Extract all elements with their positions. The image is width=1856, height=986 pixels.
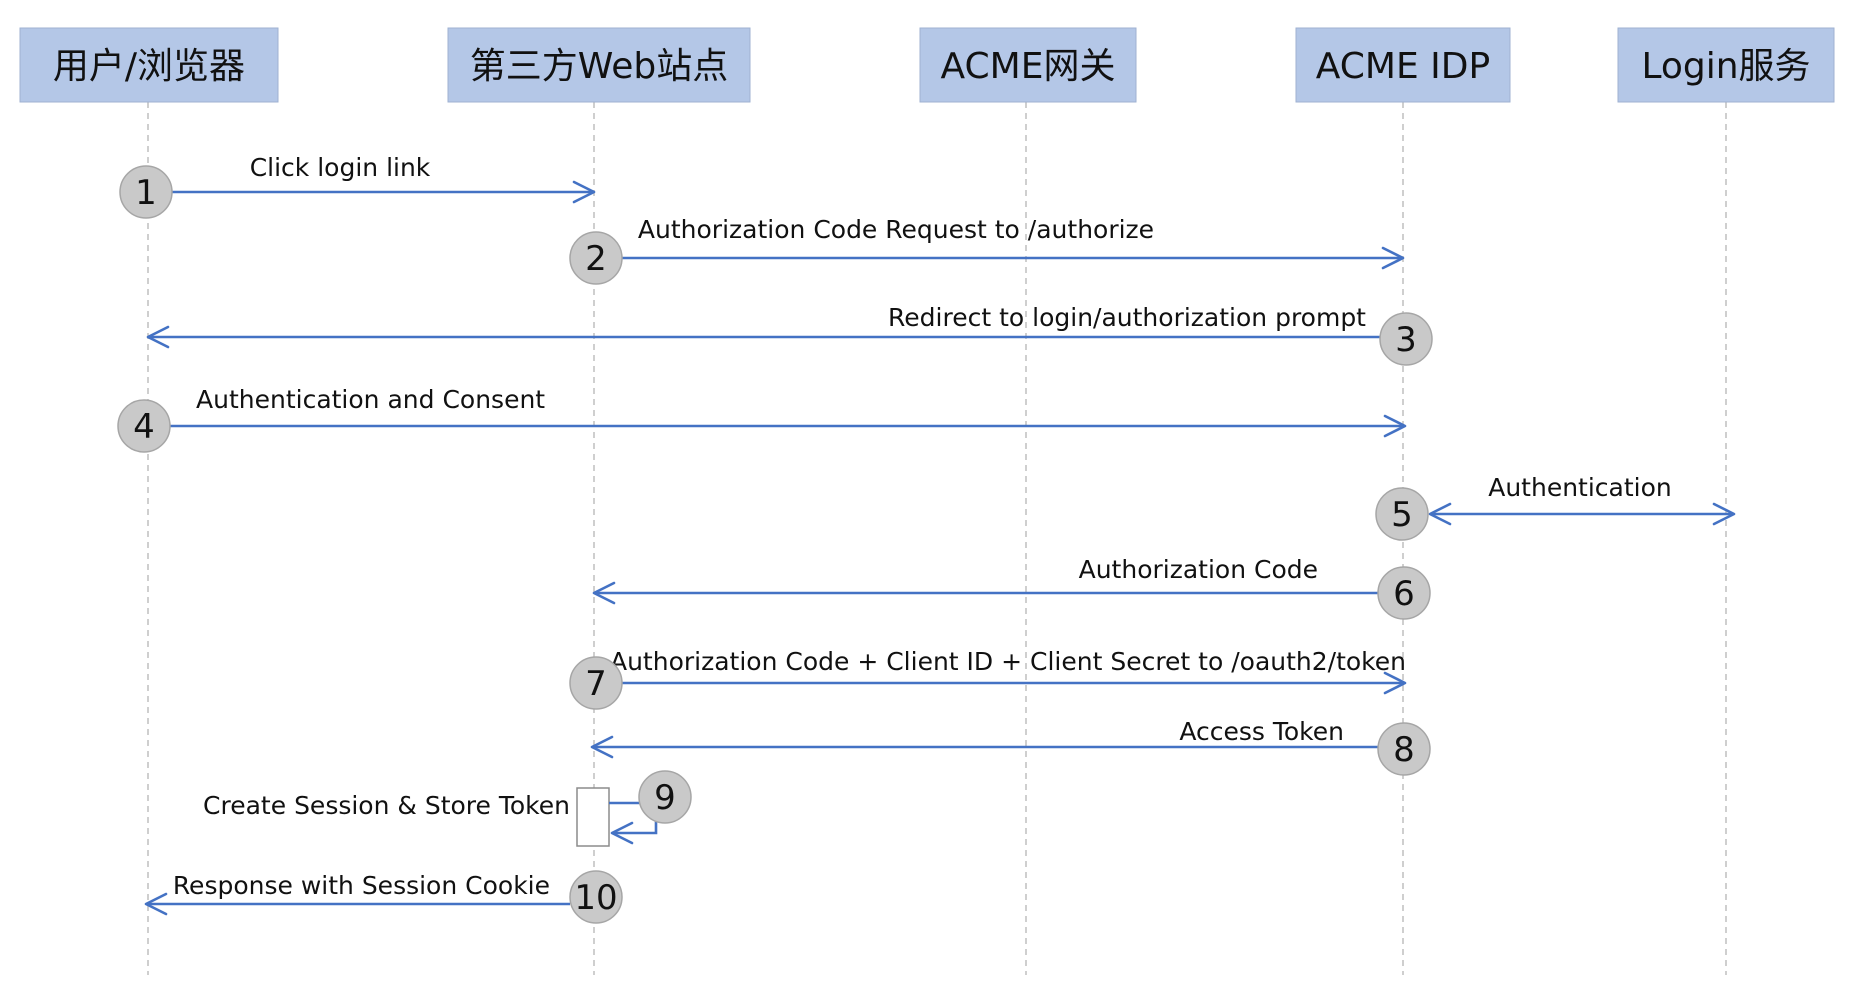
participant-box-webapp [447,27,751,103]
participant-label-gateway: ACME网关 [941,46,1116,87]
message-label-7: Authorization Code + Client ID + Client … [610,647,1406,676]
message-label-9: Create Session & Store Token [203,791,570,820]
step-number-4: 4 [133,407,155,447]
participant-label-idp: ACME IDP [1316,46,1490,87]
participant-box-login [1617,27,1835,103]
arrow-head-back-5 [1428,502,1452,526]
participant-box-idp [1295,27,1511,103]
arrow-head-10 [144,892,168,916]
step-circle-9 [638,770,692,824]
message-label-5: Authentication [1488,473,1672,502]
step-circle-10 [569,870,623,924]
arrow-head-2 [1381,246,1405,270]
message-label-2: Authorization Code Request to /authorize [638,215,1154,244]
step-circle-6 [1377,566,1431,620]
step-circle-7 [569,656,623,710]
arrow-head-6 [592,581,616,605]
step-number-8: 8 [1393,730,1415,770]
message-label-4: Authentication and Consent [196,385,545,414]
arrow-head-4 [1383,414,1407,438]
message-label-10: Response with Session Cookie [173,871,550,900]
step-number-5: 5 [1391,495,1413,535]
message-label-3: Redirect to login/authorization prompt [888,303,1366,332]
participant-label-browser: 用户/浏览器 [53,46,245,87]
participant-label-webapp: 第三方Web站点 [470,46,729,87]
step-number-9: 9 [654,778,676,818]
arrow-head-1 [572,180,596,204]
step-circle-1 [119,165,173,219]
arrow-head-9 [610,821,634,845]
step-circle-5 [1375,487,1429,541]
arrow-head-8 [590,735,614,759]
step-circle-4 [117,399,171,453]
message-label-1: Click login link [250,153,431,182]
step-circle-8 [1377,722,1431,776]
step-circle-3 [1379,312,1433,366]
activation-box-webapp [576,787,610,847]
arrow-head-3 [146,325,170,349]
step-number-2: 2 [585,239,607,279]
step-number-6: 6 [1393,574,1415,614]
message-label-6: Authorization Code [1079,555,1318,584]
step-number-10: 10 [574,878,617,918]
step-number-1: 1 [135,173,157,213]
arrow-head-5 [1712,502,1736,526]
step-circle-2 [569,231,623,285]
participant-box-browser [19,27,279,103]
participant-box-gateway [919,27,1137,103]
step-number-3: 3 [1395,320,1417,360]
arrow-head-7 [1383,671,1407,695]
participant-label-login: Login服务 [1641,46,1810,87]
step-number-7: 7 [585,664,607,704]
message-label-8: Access Token [1179,717,1344,746]
